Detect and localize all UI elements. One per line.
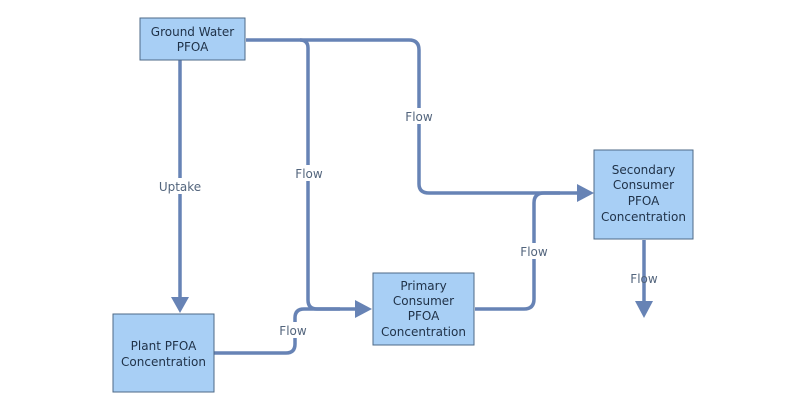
svg-text:Concentration: Concentration [381, 325, 466, 339]
svg-text:PFOA: PFOA [177, 40, 209, 54]
edge-label-secondary-outflow: Flow [630, 272, 658, 286]
svg-text:Plant PFOA: Plant PFOA [131, 339, 197, 353]
arrowhead-secondary [577, 184, 594, 202]
arrowhead-plant [171, 297, 189, 313]
svg-text:Concentration: Concentration [121, 355, 206, 369]
svg-text:PFOA: PFOA [408, 309, 440, 323]
arrowhead-outflow [635, 301, 653, 318]
edge-label-primary-to-secondary: Flow [520, 245, 548, 259]
svg-text:PFOA: PFOA [628, 194, 660, 208]
svg-text:Primary: Primary [400, 279, 446, 293]
svg-text:Ground Water: Ground Water [151, 25, 234, 39]
arrowhead-primary-top [355, 300, 372, 318]
edge-label-ground-to-secondary: Flow [405, 110, 433, 124]
node-ground-water: Ground Water PFOA [139, 17, 246, 61]
svg-text:Secondary: Secondary [612, 163, 676, 177]
edge-label-ground-to-primary: Flow [295, 167, 323, 181]
node-primary-consumer: Primary Consumer PFOA Concentration [372, 272, 475, 346]
svg-text:Concentration: Concentration [601, 210, 686, 224]
node-secondary-consumer: Secondary Consumer PFOA Concentration [593, 149, 694, 240]
svg-text:Consumer: Consumer [613, 178, 674, 192]
edge-label-plant-to-primary: Flow [279, 324, 307, 338]
node-plant-pfoa: Plant PFOA Concentration [112, 313, 215, 393]
edge-ground-to-secondary [300, 38, 578, 195]
edge-labels: Uptake Flow Flow Flow Flow Flow [152, 108, 658, 338]
edge-label-uptake: Uptake [159, 180, 201, 194]
svg-text:Consumer: Consumer [393, 294, 454, 308]
